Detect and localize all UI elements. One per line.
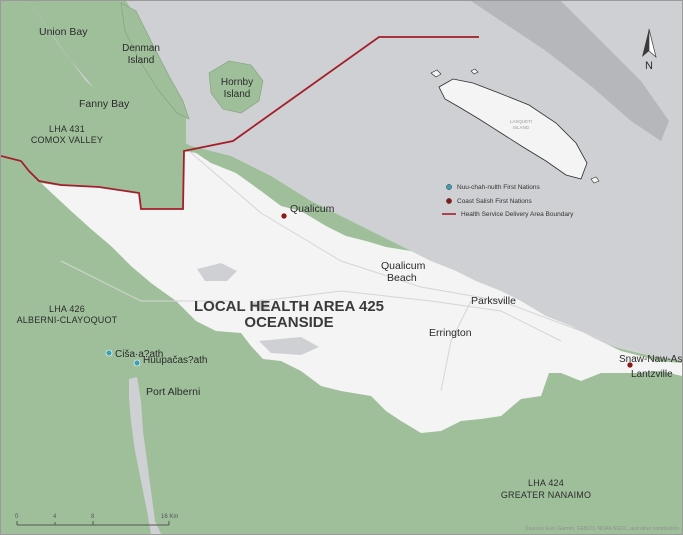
label-qualicum: Qualicum (290, 203, 335, 215)
label-hornby-1: Hornby (221, 77, 253, 88)
legend-boundary: Health Service Delivery Area Boundary (461, 211, 574, 218)
lasqueti-islet-3 (470, 68, 479, 75)
scale-bar: 0 4 8 16 Km (15, 514, 178, 526)
marker-snaw-naw-as[interactable] (626, 361, 634, 369)
alberni-inlet (129, 377, 161, 534)
texada-island (471, 1, 669, 141)
hsda-boundary (1, 36, 479, 210)
lasqueti-islet-2 (590, 176, 600, 184)
label-lha431-1: LHA 431 (49, 124, 85, 134)
scale-8: 8 (91, 514, 95, 520)
area-title-line1: LOCAL HEALTH AREA 425 (194, 298, 384, 315)
scale-4: 4 (53, 514, 57, 520)
legend-coast-salish: Coast Salish First Nations (457, 198, 533, 205)
label-cisaa: Ciša·a?ath (115, 349, 163, 360)
label-lantzville: Lantzville (631, 369, 673, 380)
label-lha424-2: GREATER NANAIMO (501, 490, 591, 500)
legend-nuu-chah-nulth-icon (446, 184, 452, 190)
legend-nuu-chah-nulth: Nuu-chah-nulth First Nations (457, 184, 540, 191)
north-arrow: N (642, 28, 657, 72)
label-denman-1: Denman (122, 43, 160, 54)
marker-qualicum[interactable] (280, 212, 288, 220)
label-snaw-naw-as: Snaw-Naw-As (619, 354, 682, 365)
lake-spider (197, 263, 237, 281)
north-label: N (645, 60, 653, 72)
lasqueti-island (438, 78, 588, 180)
marker-cisaa[interactable] (105, 349, 113, 357)
label-lha426-1: LHA 426 (49, 304, 85, 314)
label-qualicum-beach-1: Qualicum (381, 260, 426, 272)
label-fanny-bay: Fanny Bay (79, 98, 130, 110)
hornby-island (208, 60, 264, 114)
label-huupacasath: Huupačas?ath (143, 355, 208, 366)
legend: Nuu-chah-nulth First Nations Coast Salis… (442, 184, 574, 218)
label-hornby-2: Island (224, 89, 251, 100)
marker-huupacasath[interactable] (133, 359, 141, 367)
map-credits: Sources: Esri, Garmin, GEBCO, NOAA NGDC,… (525, 526, 679, 532)
label-qualicum-beach-2: Beach (387, 272, 417, 284)
label-port-alberni: Port Alberni (146, 386, 200, 398)
lasqueti-islet-1 (430, 69, 442, 78)
legend-coast-salish-icon (446, 198, 452, 204)
roads (60, 150, 642, 392)
scale-0: 0 (15, 514, 19, 520)
lake-small (251, 299, 271, 311)
label-denman-2: Island (128, 55, 155, 66)
scale-16: 16 Km (161, 514, 178, 520)
label-parksville: Parksville (471, 295, 516, 307)
label-union-bay: Union Bay (39, 26, 88, 38)
label-lasqueti-1: LASQUETI (510, 119, 532, 124)
label-lha431-2: COMOX VALLEY (31, 135, 103, 145)
label-lasqueti-2: ISLAND (513, 125, 530, 130)
label-lha424-1: LHA 424 (528, 478, 564, 488)
lake-horne (259, 337, 319, 355)
denman-island (120, 2, 190, 120)
area-title-line2: OCEANSIDE (244, 314, 333, 331)
label-errington: Errington (429, 327, 472, 339)
label-lha426-2: ALBERNI-CLAYOQUOT (17, 315, 118, 325)
lha-425-area (41, 151, 682, 433)
